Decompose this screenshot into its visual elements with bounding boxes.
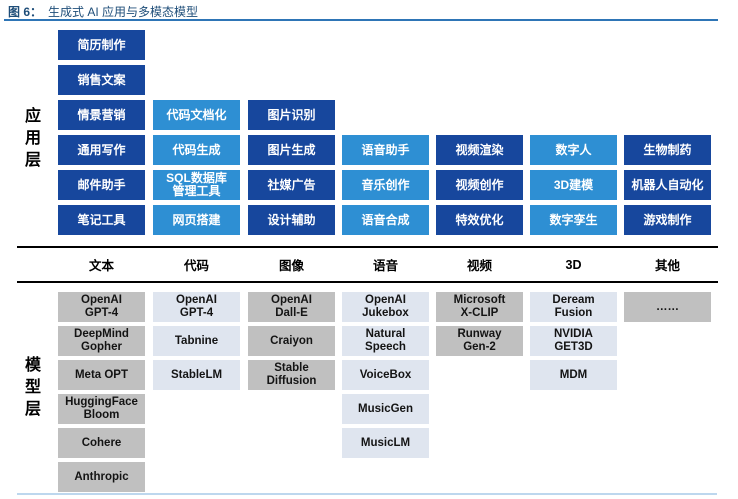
model-column-text: OpenAI GPT-4 DeepMind Gopher Meta OPT Hu… (58, 292, 145, 492)
app-box: 特效优化 (436, 205, 523, 235)
model-column-other: …… (624, 292, 711, 322)
model-box: Anthropic (58, 462, 145, 492)
app-box: 生物制药 (624, 135, 711, 165)
title-divider (4, 19, 718, 21)
app-column-3d: 数字人 3D建模 数字孪生 (530, 135, 617, 235)
app-box: 语音合成 (342, 205, 429, 235)
model-box: Deream Fusion (530, 292, 617, 322)
divider-bottom (17, 281, 718, 283)
app-box: 数字孪生 (530, 205, 617, 235)
app-box: 3D建模 (530, 170, 617, 200)
category-text: 文本 (88, 259, 114, 273)
app-box: 通用写作 (58, 135, 145, 165)
app-box: 网页搭建 (153, 205, 240, 235)
app-box: 图片识别 (248, 100, 335, 130)
figure-title-text: 生成式 AI 应用与多模态模型 (48, 5, 199, 19)
app-box: 设计辅助 (248, 205, 335, 235)
category-other: 其他 (654, 259, 680, 273)
model-box: MusicGen (342, 394, 429, 424)
model-column-video: Microsoft X-CLIP Runway Gen-2 (436, 292, 523, 356)
app-box: 情景营销 (58, 100, 145, 130)
model-box: NVIDIA GET3D (530, 326, 617, 356)
category-video: 视频 (466, 259, 492, 273)
category-3d: 3D (565, 257, 582, 272)
model-box: MusicLM (342, 428, 429, 458)
app-box: 图片生成 (248, 135, 335, 165)
app-column-other: 生物制药 机器人自动化 游戏制作 (624, 135, 711, 235)
app-box: 销售文案 (58, 65, 145, 95)
divider-top (17, 246, 718, 248)
app-column-text: 简历制作 销售文案 情景营销 通用写作 邮件助手 笔记工具 (58, 30, 145, 235)
app-column-code: 代码文档化 代码生成 SQL数据库 管理工具 网页搭建 (153, 100, 240, 235)
model-column-image: OpenAI Dall-E Craiyon Stable Diffusion (248, 292, 335, 390)
model-box: Microsoft X-CLIP (436, 292, 523, 322)
model-box: OpenAI GPT-4 (58, 292, 145, 322)
figure-title: 图 6： 生成式 AI 应用与多模态模型 (8, 3, 198, 20)
model-box-ellipsis: …… (624, 292, 711, 322)
app-box: 社媒广告 (248, 170, 335, 200)
model-box: Craiyon (248, 326, 335, 356)
model-box: StableLM (153, 360, 240, 390)
app-box: 邮件助手 (58, 170, 145, 200)
app-box: 代码生成 (153, 135, 240, 165)
model-box: Meta OPT (58, 360, 145, 390)
app-box: 游戏制作 (624, 205, 711, 235)
category-code: 代码 (183, 259, 209, 273)
app-box: 笔记工具 (58, 205, 145, 235)
figure-number: 图 6： (8, 5, 43, 19)
application-layer-label: 应用层 (22, 107, 39, 173)
app-box: 代码文档化 (153, 100, 240, 130)
app-column-image: 图片识别 图片生成 社媒广告 设计辅助 (248, 100, 335, 235)
app-box: 简历制作 (58, 30, 145, 60)
model-box: Runway Gen-2 (436, 326, 523, 356)
app-column-video: 视频渲染 视频创作 特效优化 (436, 135, 523, 235)
model-box: Cohere (58, 428, 145, 458)
model-box: MDM (530, 360, 617, 390)
category-speech: 语音 (372, 259, 398, 273)
model-box: Tabnine (153, 326, 240, 356)
app-box: 音乐创作 (342, 170, 429, 200)
app-box: 数字人 (530, 135, 617, 165)
bottom-divider (17, 493, 717, 495)
model-box: OpenAI GPT-4 (153, 292, 240, 322)
model-box: VoiceBox (342, 360, 429, 390)
model-box: OpenAI Jukebox (342, 292, 429, 322)
model-box: HuggingFace Bloom (58, 394, 145, 424)
model-box: Natural Speech (342, 326, 429, 356)
app-box: 机器人自动化 (624, 170, 711, 200)
model-box: Stable Diffusion (248, 360, 335, 390)
model-column-speech: OpenAI Jukebox Natural Speech VoiceBox M… (342, 292, 429, 458)
app-box: 视频创作 (436, 170, 523, 200)
app-box: 视频渲染 (436, 135, 523, 165)
model-layer-label: 模型层 (22, 356, 39, 422)
model-box: DeepMind Gopher (58, 326, 145, 356)
app-box: 语音助手 (342, 135, 429, 165)
model-column-3d: Deream Fusion NVIDIA GET3D MDM (530, 292, 617, 390)
category-image: 图像 (278, 259, 304, 273)
app-column-speech: 语音助手 音乐创作 语音合成 (342, 135, 429, 235)
app-box: SQL数据库 管理工具 (153, 170, 240, 200)
model-box: OpenAI Dall-E (248, 292, 335, 322)
model-column-code: OpenAI GPT-4 Tabnine StableLM (153, 292, 240, 390)
